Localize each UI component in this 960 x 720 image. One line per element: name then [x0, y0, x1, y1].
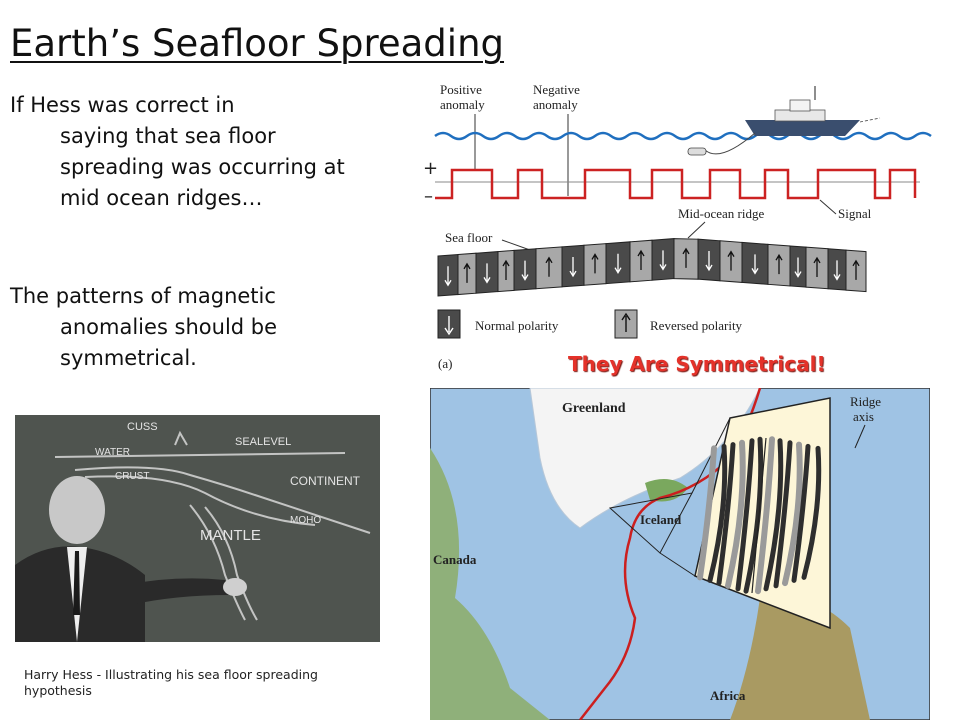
magnetic-stripe — [801, 445, 822, 580]
normal-arrow-icon — [751, 254, 759, 275]
magnetic-stripe — [782, 441, 803, 587]
magnetic-stripe — [763, 438, 784, 592]
reversed-arrow-icon — [637, 249, 645, 271]
ridge-axis-label-2: axis — [853, 409, 874, 424]
reversed-arrow-icon — [502, 259, 510, 280]
chalk-sealevel: SEALEVEL — [235, 436, 291, 448]
ridge-pointer — [687, 221, 706, 239]
inset-connector-bottom — [659, 552, 696, 577]
hypothesis-first-line: If Hess was correct in — [10, 93, 235, 117]
normal-arrow-icon — [483, 263, 491, 284]
magnetic-stripe — [725, 439, 746, 589]
chalk-continent: CONTINENT — [290, 474, 361, 488]
signal-pointer — [819, 199, 837, 215]
normal-arrow-icon — [614, 253, 622, 274]
chalk-crust: CRUST — [115, 471, 149, 482]
photo-caption: Harry Hess - Illustrating his sea floor … — [24, 667, 318, 698]
magnetic-anomaly-diagram: Positive anomaly Negative anomaly + – Mi… — [423, 82, 932, 371]
normal-arrow-icon — [705, 250, 713, 272]
prediction-first-line: The patterns of magnetic — [10, 284, 276, 308]
north-atlantic-map: Greenland Iceland Canada Africa Ridge ax… — [430, 388, 930, 720]
magnetic-stripe — [773, 440, 793, 589]
reversed-arrow-icon — [852, 259, 860, 280]
negative-sign: – — [424, 186, 433, 207]
prediction-paragraph: The patterns of magnetic anomalies shoul… — [10, 281, 350, 374]
africa-label: Africa — [710, 688, 746, 703]
magnetic-stripe — [735, 438, 755, 592]
magnetic-stripe — [791, 443, 811, 583]
slide-title: Earth’s Seafloor Spreading — [10, 22, 505, 65]
signal-label: Signal — [838, 206, 872, 221]
negative-anomaly-label-2: anomaly — [533, 97, 578, 112]
magnetic-stripes-inset — [697, 436, 822, 595]
normal-arrow-icon — [444, 316, 454, 336]
mid-ocean-ridge-label: Mid-ocean ridge — [678, 206, 765, 221]
reversed-arrow-icon — [727, 250, 735, 271]
prediction-continuation: anomalies should be symmetrical. — [60, 315, 278, 370]
chalk-moho: MOHO — [290, 515, 321, 526]
ridge-axis-line — [751, 437, 767, 594]
magnetic-stripe — [716, 442, 736, 586]
reversed-polarity-label: Reversed polarity — [650, 318, 743, 333]
reversed-arrow-icon — [463, 262, 471, 283]
chalk-water: WATER — [95, 447, 130, 458]
reversed-arrow-icon — [621, 312, 631, 332]
survey-ship-icon — [687, 86, 881, 156]
sea-floor-blocks — [437, 238, 867, 297]
sea-floor-pointer — [501, 239, 531, 251]
hypothesis-continuation: saying that sea floor spreading was occu… — [60, 124, 345, 210]
hypothesis-paragraph: If Hess was correct in saying that sea f… — [10, 90, 350, 214]
negative-anomaly-label-1: Negative — [533, 82, 580, 97]
symmetry-caption: They Are Symmetrical! — [568, 352, 826, 376]
ridge-axis-label-1: Ridge — [850, 394, 881, 409]
magnetic-stripe — [755, 436, 775, 595]
ridge-axis-pointer — [854, 424, 866, 449]
magnetic-stripe — [707, 443, 728, 583]
normal-arrow-icon — [833, 260, 841, 281]
harry-hess-photo: CUSS SEALEVEL WATER CRUST CONTINENT MOHO… — [15, 415, 380, 642]
magnetic-stripe — [697, 445, 717, 581]
reversed-arrow-icon — [591, 253, 599, 274]
positive-sign: + — [423, 158, 438, 179]
sea-floor-label: Sea floor — [445, 230, 493, 245]
chalk-mantle: MANTLE — [200, 527, 261, 544]
inset-source-box — [608, 492, 693, 554]
magnetic-stripe — [743, 436, 764, 594]
normal-polarity-label: Normal polarity — [475, 318, 559, 333]
panel-label: (a) — [438, 356, 452, 371]
sea-surface-waves — [434, 131, 932, 141]
greenland-label: Greenland — [562, 401, 626, 416]
chalk-drawing — [54, 430, 371, 621]
normal-arrow-icon — [794, 257, 802, 278]
reversed-arrow-icon — [682, 247, 690, 268]
north-america-landmass — [430, 448, 550, 720]
hess-figure — [15, 476, 247, 642]
normal-arrow-icon — [659, 250, 667, 271]
reversed-arrow-icon — [775, 253, 783, 275]
reversed-arrow-icon — [545, 256, 553, 277]
normal-arrow-icon — [521, 260, 529, 281]
positive-anomaly-label-2: anomaly — [440, 97, 485, 112]
iceland-label: Iceland — [640, 512, 682, 527]
reversed-arrow-icon — [813, 256, 821, 277]
positive-anomaly-label-1: Positive — [440, 82, 482, 97]
chalk-cuss: CUSS — [127, 421, 158, 433]
normal-arrow-icon — [444, 266, 452, 287]
canada-label: Canada — [433, 552, 477, 567]
magnetic-signal-line — [435, 168, 917, 200]
normal-arrow-icon — [569, 257, 577, 278]
africa-europe-landmass — [730, 596, 870, 720]
